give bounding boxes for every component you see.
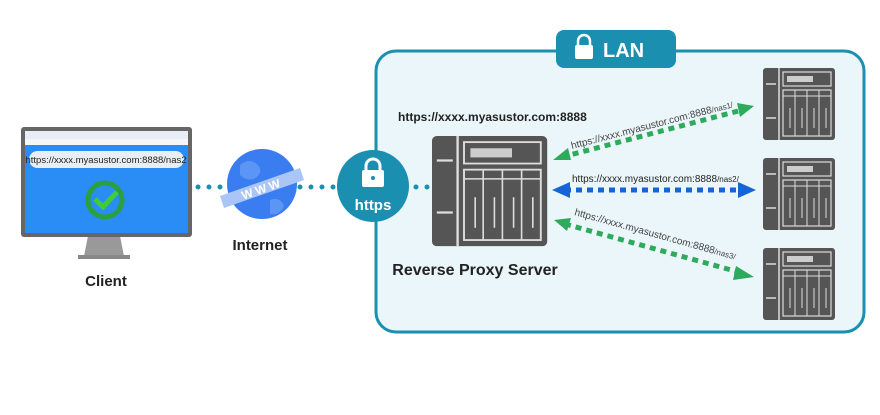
nas1-device <box>762 67 836 141</box>
client-url: https://xxxx.myasustor.com:8888/nas2 <box>25 155 186 166</box>
nas3-device <box>762 247 836 321</box>
lan-tab: LAN <box>556 30 676 68</box>
link-nas2: https://xxxx.myasustor.com:8888/nas2/ <box>552 174 756 198</box>
check-circle-icon <box>85 180 125 220</box>
lock-icon <box>575 33 593 59</box>
svg-text:https://xxxx.myasustor.com:888: https://xxxx.myasustor.com:8888/nas2/ <box>572 174 740 185</box>
proxy-url: https://xxxx.myasustor.com:8888 <box>398 110 587 124</box>
nas2-device <box>762 157 836 231</box>
svg-text:https: https <box>355 197 392 214</box>
https-badge: https <box>337 150 409 222</box>
globe-icon: WWW <box>220 149 304 219</box>
client-monitor: https://xxxx.myasustor.com:8888/nas2 <box>21 127 192 259</box>
lan-label: LAN <box>603 40 644 62</box>
proxy-label: Reverse Proxy Server <box>392 262 557 279</box>
client-label: Client <box>85 273 127 290</box>
internet-label: Internet <box>232 237 287 254</box>
reverse-proxy-nas <box>430 134 549 248</box>
lock-icon <box>362 157 384 187</box>
